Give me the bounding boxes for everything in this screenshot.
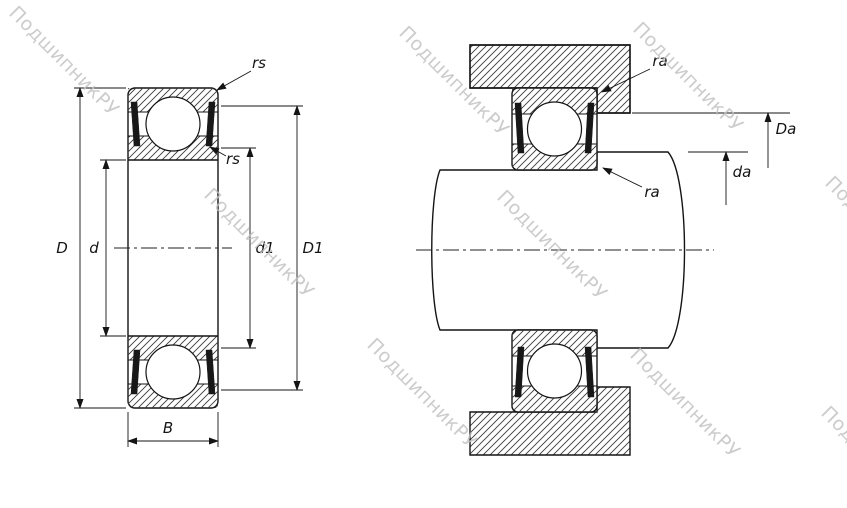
seal-right-top bbox=[205, 101, 216, 147]
dimension-d1: d1 bbox=[221, 147, 275, 349]
seal-left-bottom bbox=[130, 349, 141, 395]
dim-label-D: D bbox=[56, 239, 68, 257]
seal-left bbox=[514, 102, 525, 154]
dim-label-B: B bbox=[163, 419, 173, 437]
seal-left bbox=[514, 346, 525, 398]
housing-bottom-hatch bbox=[470, 387, 630, 455]
ball-top bbox=[526, 101, 583, 157]
leader-line bbox=[209, 146, 227, 157]
dim-label-Da: Da bbox=[776, 120, 797, 138]
dimension-D: D bbox=[56, 87, 126, 409]
corner-radius-label-rs-2: rs bbox=[226, 150, 240, 168]
dim-label-d: d bbox=[89, 239, 99, 257]
ball-bottom bbox=[526, 343, 583, 399]
dimension-d: d bbox=[89, 159, 126, 337]
leader-line bbox=[601, 68, 651, 93]
fillet-label-ra-2: ra bbox=[644, 183, 659, 201]
dimension-B: B bbox=[127, 412, 219, 447]
corner-radius-rs-outer: rs bbox=[216, 54, 266, 91]
dimension-Da: Da bbox=[632, 112, 797, 168]
seal-right bbox=[584, 102, 595, 154]
dimension-D1: D1 bbox=[221, 105, 324, 391]
ball-bottom bbox=[145, 344, 201, 400]
fillet-label-ra-1: ra bbox=[652, 52, 667, 70]
dim-label-da: da bbox=[733, 163, 752, 181]
seal-right-bottom bbox=[205, 349, 216, 395]
leader-line bbox=[602, 167, 643, 188]
dimension-da: da bbox=[688, 151, 752, 205]
dim-label-D1: D1 bbox=[302, 239, 323, 257]
corner-radius-rs-inner: rs bbox=[209, 146, 240, 168]
bearing-section-bottom bbox=[511, 329, 598, 413]
fillet-radius-ra-shaft: ra bbox=[602, 167, 660, 201]
ball-top bbox=[145, 96, 201, 152]
bearing-section-top bbox=[511, 87, 598, 171]
seal-right bbox=[584, 346, 595, 398]
fillet-radius-ra-housing: ra bbox=[601, 52, 668, 93]
seal-left-top bbox=[130, 101, 141, 147]
housing-top-hatch bbox=[470, 45, 630, 113]
left-view-bearing-section: D d d1 D1 B bbox=[56, 54, 324, 447]
corner-radius-label-rs-1: rs bbox=[252, 54, 266, 72]
right-view-mounted-bearing: Da da ra ra bbox=[416, 44, 797, 456]
leader-line bbox=[216, 70, 252, 91]
dim-label-d1: d1 bbox=[255, 239, 274, 257]
